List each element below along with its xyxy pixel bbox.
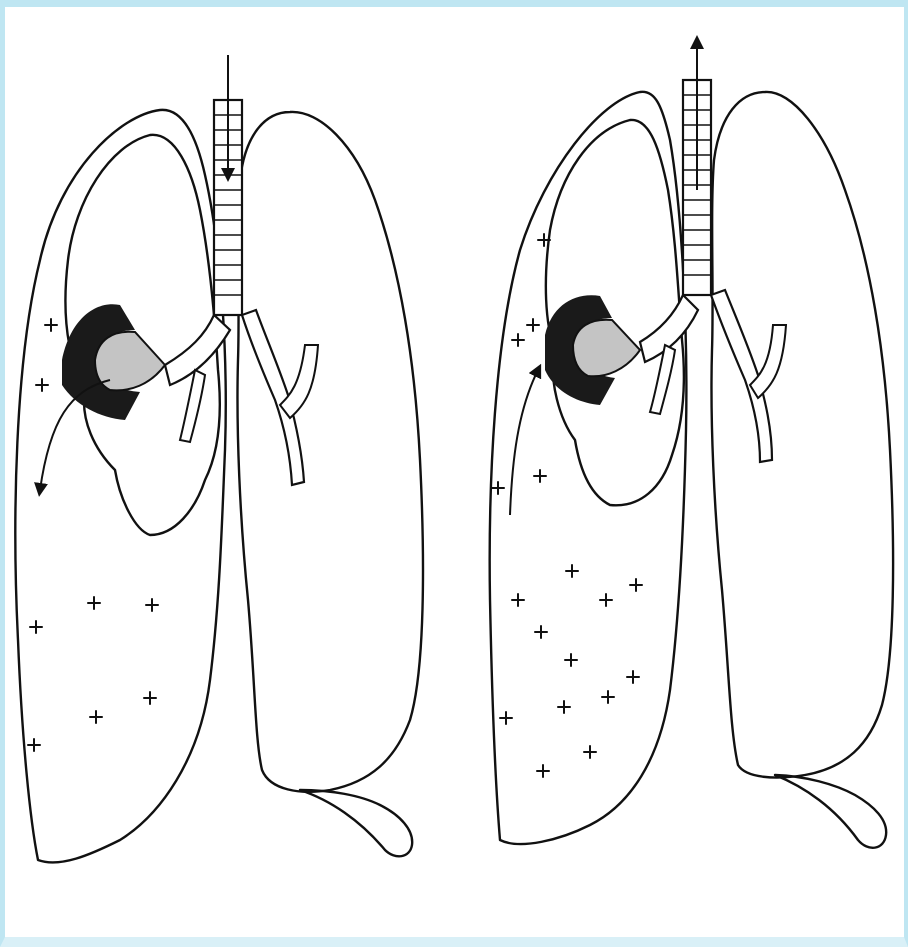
right-panel (490, 42, 893, 848)
right-reflux-arrow (510, 370, 538, 515)
right-bronchus-right-upper (750, 325, 786, 398)
right-hilum-open (573, 320, 640, 377)
left-normal-lung (237, 112, 423, 792)
right-normal-lung (711, 92, 893, 778)
left-pleural-space (15, 110, 225, 863)
left-bronchus-right-upper (280, 345, 318, 418)
left-panel (15, 55, 423, 862)
right-pleural-space (490, 92, 687, 844)
left-lower-lobe (300, 790, 412, 856)
right-lower-lobe (775, 775, 886, 848)
left-bronchus-branch (180, 370, 205, 442)
